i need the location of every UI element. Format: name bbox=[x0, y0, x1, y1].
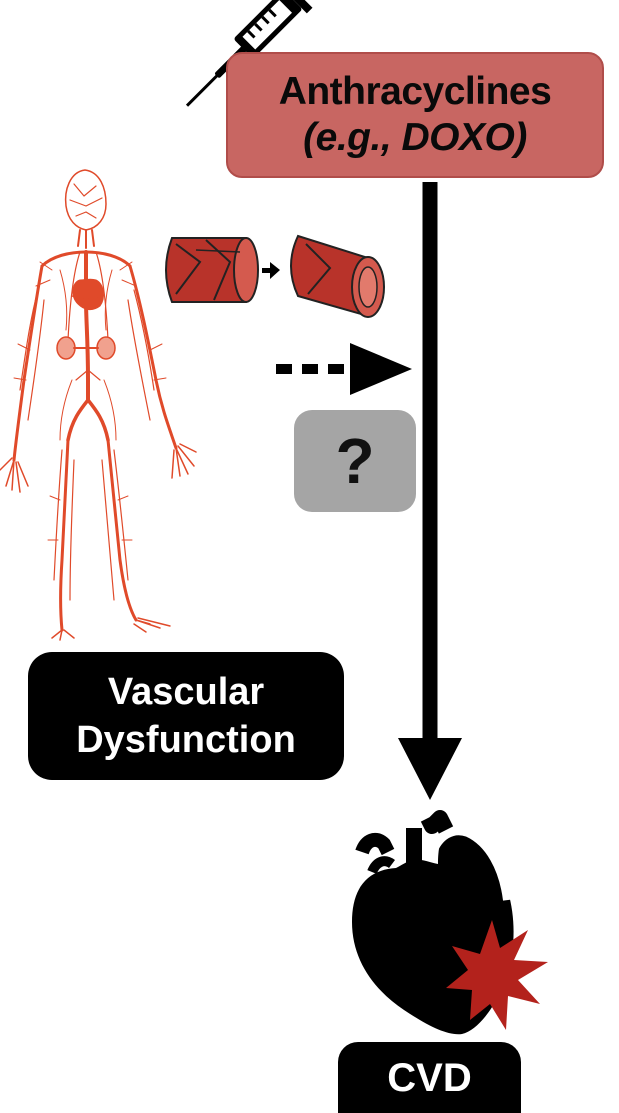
cvd-box: CVD bbox=[338, 1042, 521, 1113]
artery-tube-narrow-icon bbox=[166, 238, 258, 302]
dotted-arrow bbox=[276, 343, 412, 395]
drug-box: Anthracyclines (e.g., DOXO) bbox=[226, 52, 604, 178]
small-transition-arrow bbox=[262, 262, 280, 279]
question-mark-label: ? bbox=[335, 429, 374, 493]
vascular-system-figure bbox=[0, 170, 196, 640]
drug-subtitle: (e.g., DOXO) bbox=[303, 115, 527, 161]
drug-title: Anthracyclines bbox=[279, 69, 552, 115]
vascular-dysfunction-box: Vascular Dysfunction bbox=[28, 652, 344, 780]
artery-tube-wide-icon bbox=[291, 236, 384, 317]
vascular-label-line2: Dysfunction bbox=[76, 716, 296, 764]
cvd-label: CVD bbox=[387, 1054, 471, 1102]
unknown-mechanism-box: ? bbox=[294, 410, 416, 512]
vascular-label-line1: Vascular bbox=[108, 668, 264, 716]
